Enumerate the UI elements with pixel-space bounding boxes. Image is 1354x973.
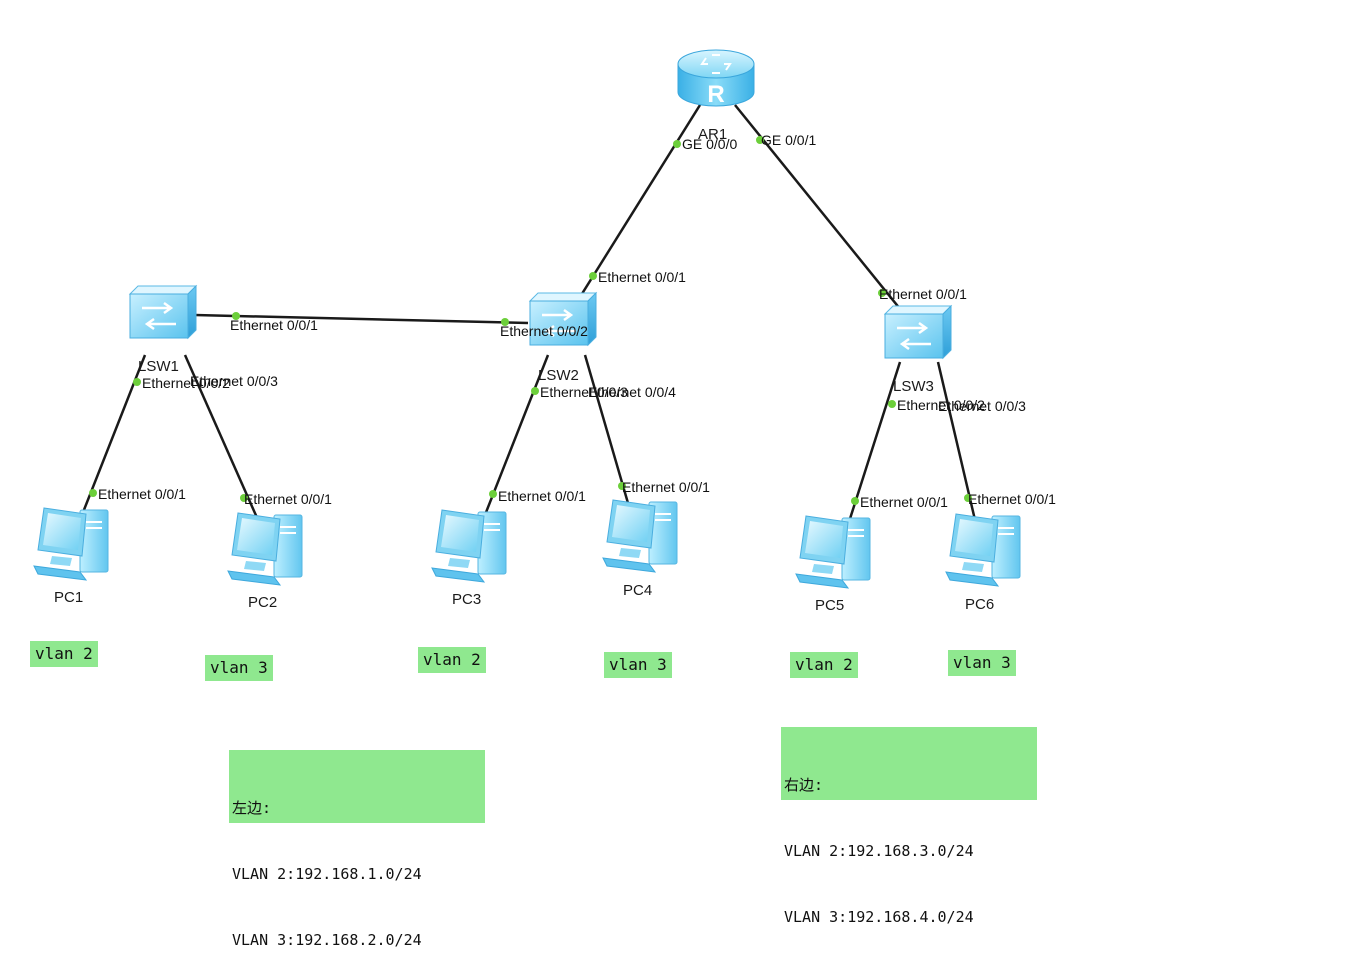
port-dot xyxy=(756,136,764,144)
port-dot xyxy=(240,494,248,502)
port-label-lsw3-e003: Ethernet 0/0/3 xyxy=(938,398,1026,414)
port-dot xyxy=(964,494,972,502)
vlan-tag-pc3: vlan 2 xyxy=(418,647,486,673)
vlan-tag-pc1: vlan 2 xyxy=(30,641,98,667)
port-dot xyxy=(89,489,97,497)
port-dot xyxy=(851,497,859,505)
port-label-pc6-e001: Ethernet 0/0/1 xyxy=(968,491,1056,507)
pc-pc3[interactable] xyxy=(431,509,507,583)
pc-label-pc3: PC3 xyxy=(452,591,481,608)
port-dot xyxy=(531,387,539,395)
switch-label-lsw3: LSW3 xyxy=(893,378,934,395)
pc-label-pc2: PC2 xyxy=(248,594,277,611)
port-dot xyxy=(878,289,886,297)
port-dots xyxy=(89,136,972,505)
port-label-pc4-e001: Ethernet 0/0/1 xyxy=(622,479,710,495)
vlan-tag-pc5: vlan 2 xyxy=(790,652,858,678)
port-label-pc5-e001: Ethernet 0/0/1 xyxy=(860,494,948,510)
port-label-ar1-ge000: GE 0/0/0 xyxy=(682,136,737,152)
port-label-lsw2-e004: Ethernet 0/0/4 xyxy=(588,384,676,400)
pc-label-pc6: PC6 xyxy=(965,596,994,613)
subnet-note-right-line2: VLAN 3:192.168.4.0/24 xyxy=(784,908,974,926)
port-label-lsw2-e002: Ethernet 0/0/2 xyxy=(500,323,588,339)
vlan-tag-pc6: vlan 3 xyxy=(948,650,1016,676)
port-dot xyxy=(888,400,896,408)
vlan-tag-pc4: vlan 3 xyxy=(604,652,672,678)
switch-label-lsw1: LSW1 xyxy=(138,358,179,375)
router-label: AR1 xyxy=(698,126,727,143)
port-label-lsw1-e001: Ethernet 0/0/1 xyxy=(230,317,318,333)
links xyxy=(78,104,977,526)
port-dot xyxy=(673,140,681,148)
port-label-pc2-e001: Ethernet 0/0/1 xyxy=(244,491,332,507)
port-dot xyxy=(232,312,240,320)
pc-label-pc4: PC4 xyxy=(623,582,652,599)
topology-canvas: R AR1 LSW1 LSW2 LSW3 PC1 PC2 PC3 PC4 PC5… xyxy=(33,49,1056,614)
pc-pc6[interactable] xyxy=(945,513,1021,587)
subnet-note-left-title: 左边: xyxy=(232,799,272,817)
vlan-tag-pc2: vlan 3 xyxy=(205,655,273,681)
pc-pc5[interactable] xyxy=(795,515,871,589)
router-r-glyph: R xyxy=(707,81,724,108)
pc-pc4[interactable] xyxy=(602,499,678,573)
port-label-lsw3-e002: Ethernet 0/0/2 xyxy=(897,397,985,413)
port-dot xyxy=(133,378,141,386)
pc-label-pc1: PC1 xyxy=(54,589,83,606)
port-dot xyxy=(618,482,626,490)
link-lsw3-pc6[interactable] xyxy=(936,361,977,521)
link-ar1-lsw2[interactable] xyxy=(573,104,702,306)
pc-pc2[interactable] xyxy=(227,512,303,586)
link-lsw1-pc2[interactable] xyxy=(183,354,260,521)
port-dot xyxy=(589,272,597,280)
pc-pc1[interactable] xyxy=(33,507,109,581)
switch-lsw3[interactable] xyxy=(883,304,953,360)
pc-label-pc5: PC5 xyxy=(815,597,844,614)
port-label-lsw2-e001: Ethernet 0/0/1 xyxy=(598,269,686,285)
port-label-pc1-e001: Ethernet 0/0/1 xyxy=(98,486,186,502)
switch-label-lsw2: LSW2 xyxy=(538,367,579,384)
port-dot xyxy=(489,490,497,498)
subnet-note-right-line1: VLAN 2:192.168.3.0/24 xyxy=(784,842,974,860)
port-label-pc3-e001: Ethernet 0/0/1 xyxy=(498,488,586,504)
port-labels: GE 0/0/0 GE 0/0/1 Ethernet 0/0/1 Etherne… xyxy=(98,132,1056,510)
subnet-note-right-title: 右边: xyxy=(784,776,824,794)
subnet-note-left: 左边: VLAN 2:192.168.1.0/24 VLAN 3:192.168… xyxy=(229,750,485,949)
subnet-note-right: 右边: VLAN 2:192.168.3.0/24 VLAN 3:192.168… xyxy=(781,727,1037,926)
port-label-lsw2-e003: Ethernet 0/0/3 xyxy=(540,384,628,400)
subnet-note-left-line2: VLAN 3:192.168.2.0/24 xyxy=(232,931,422,949)
port-label-ar1-ge001: GE 0/0/1 xyxy=(761,132,816,148)
link-lsw1-lsw2[interactable] xyxy=(194,313,529,325)
port-label-lsw3-e001: Ethernet 0/0/1 xyxy=(879,286,967,302)
port-label-lsw1-e002: Ethernet 0/0/2 xyxy=(142,375,230,391)
subnet-note-left-line1: VLAN 2:192.168.1.0/24 xyxy=(232,865,422,883)
switch-lsw1[interactable] xyxy=(128,284,198,340)
port-dot xyxy=(501,318,509,326)
port-label-lsw1-e003: Ethernet 0/0/3 xyxy=(190,373,278,389)
router-ar1[interactable]: R xyxy=(677,49,755,108)
